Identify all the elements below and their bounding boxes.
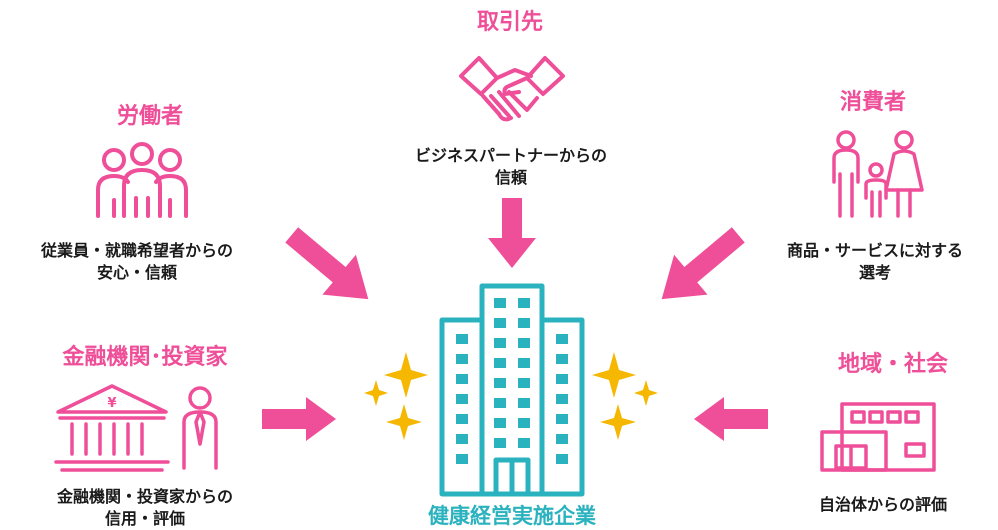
community-desc-line-1: 自治体からの評価 — [818, 495, 947, 514]
finance-desc-line-1: 金融機関・投資家からの — [56, 487, 233, 506]
consumers-desc-line-1: 商品・サービスに対する — [786, 241, 963, 260]
arrow-down-left-icon — [661, 227, 745, 300]
partners-desc-line-2: 信頼 — [494, 168, 527, 187]
people-group-icon — [96, 142, 188, 218]
partners-desc-line-1: ビジネスパートナーからの — [414, 146, 607, 165]
arrow-down-icon — [488, 198, 536, 268]
community-description: 自治体からの評価 — [778, 494, 988, 516]
finance-desc-line-2: 信用・評価 — [104, 509, 185, 528]
center-company-label: 健康経営実施企業 — [428, 504, 596, 528]
community-title: 地域・社会 — [837, 352, 948, 377]
finance-description: 金融機関・投資家からの 信用・評価 — [10, 486, 280, 530]
svg-text:¥: ¥ — [107, 396, 116, 411]
company-building-icon — [439, 283, 585, 497]
finance-title: 金融機関･投資家 — [62, 345, 228, 370]
partners-description: ビジネスパートナーからの 信頼 — [376, 145, 646, 189]
consumers-desc-line-2: 選考 — [858, 263, 891, 282]
workers-desc-line-2: 安心・信頼 — [96, 263, 177, 282]
arrow-down-right-icon — [285, 227, 369, 300]
store-building-icon — [820, 402, 936, 472]
consumers-title: 消費者 — [839, 90, 906, 115]
sparkles-right-icon — [592, 352, 658, 440]
sparkles-left-icon — [364, 352, 428, 440]
consumers-description: 商品・サービスに対する 選考 — [750, 240, 998, 284]
bank-and-investor-icon: ¥ — [54, 384, 218, 472]
workers-title: 労働者 — [116, 104, 183, 129]
arrow-right-icon — [262, 397, 336, 441]
handshake-icon — [459, 56, 565, 122]
partners-title: 取引先 — [476, 10, 543, 35]
workers-description: 従業員・就職希望者からの 安心・信頼 — [2, 240, 272, 284]
family-icon — [832, 130, 924, 218]
arrow-left-icon — [694, 397, 768, 441]
workers-desc-line-1: 従業員・就職希望者からの — [40, 241, 233, 260]
